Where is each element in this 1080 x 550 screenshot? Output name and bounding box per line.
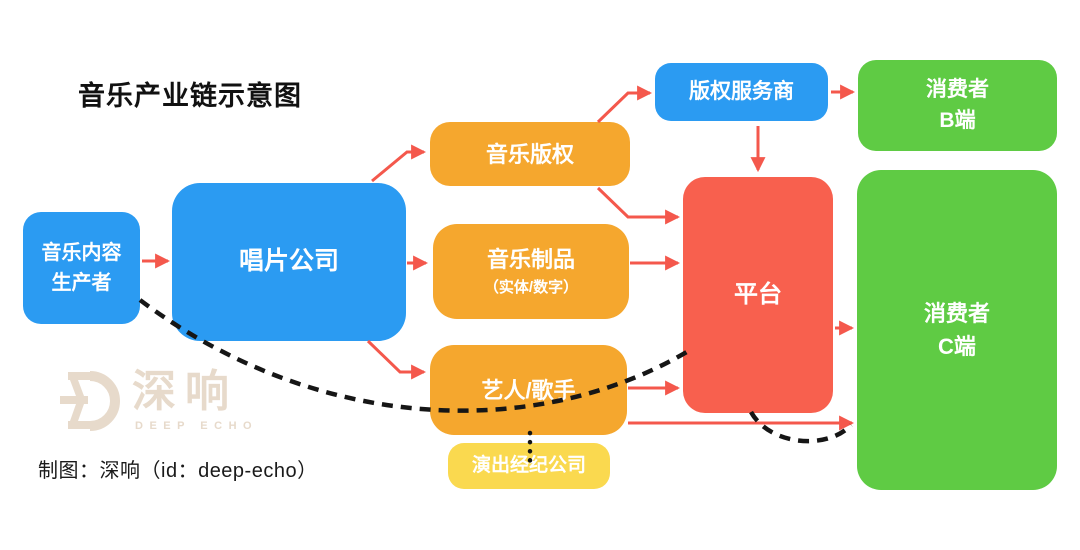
- node-music-copyright: 音乐版权: [430, 122, 630, 186]
- node-consumer-c-side: 消费者 C端: [857, 170, 1057, 490]
- node-artists-singers: 艺人/歌手: [430, 345, 627, 435]
- node-label: C端: [938, 334, 976, 359]
- node-label: B端: [939, 108, 976, 132]
- deep-echo-glyph-icon: [60, 371, 120, 431]
- node-label: 音乐内容: [41, 242, 122, 264]
- caption-credit: 制图：深响（id：deep-echo）: [38, 460, 318, 482]
- node-label: 演出经纪公司: [471, 454, 586, 476]
- node-label: 音乐版权: [485, 141, 574, 167]
- dashed-platform-to-consumer-c: [749, 410, 853, 444]
- diagram-title: 音乐产业链示意图: [78, 81, 302, 111]
- node-label: 唱片公司: [238, 247, 339, 276]
- node-music-products: 音乐制品 （实体/数字）: [433, 224, 629, 319]
- node-label: 生产者: [51, 272, 112, 294]
- node-label: 平台: [734, 281, 782, 308]
- watermark-cn: 深响: [132, 367, 238, 416]
- arrow-copyright-to-service: [596, 85, 653, 124]
- arrow-record-to-artists: [366, 339, 427, 380]
- node-music-content-producer: 音乐内容 生产者: [23, 212, 140, 324]
- arrow-copyright-to-platform: [596, 186, 681, 225]
- watermark-logo: 深响 DEEP ECHO: [56, 367, 259, 434]
- node-copyright-service-provider: 版权服务商: [655, 63, 828, 121]
- node-label: 艺人/歌手: [481, 377, 576, 403]
- node-sublabel: （实体/数字）: [483, 279, 579, 297]
- node-label: 版权服务商: [689, 80, 794, 104]
- node-label: 消费者: [923, 301, 990, 326]
- arrow-record-to-music-copyright: [371, 144, 427, 183]
- node-consumer-b-side: 消费者 B端: [858, 60, 1057, 151]
- node-platform: 平台: [683, 177, 833, 413]
- node-label: 音乐制品: [486, 247, 575, 273]
- node-label: 消费者: [926, 78, 989, 102]
- watermark-en: DEEP ECHO: [135, 420, 259, 433]
- node-performance-agency: 演出经纪公司: [448, 443, 610, 489]
- node-record-company: 唱片公司: [172, 183, 406, 341]
- watermark-text: 深响 DEEP ECHO: [132, 367, 259, 433]
